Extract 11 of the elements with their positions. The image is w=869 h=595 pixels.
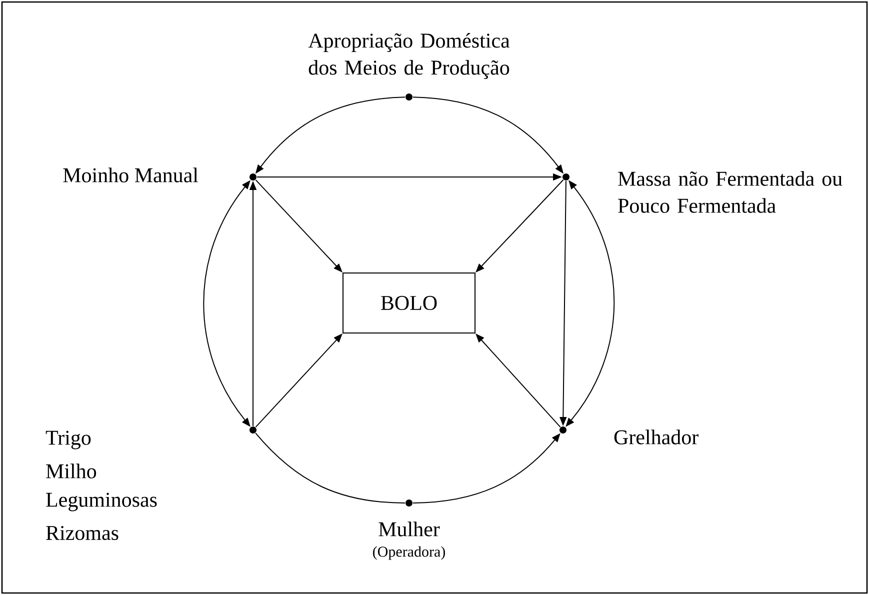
node-label: (Operadora) [373,546,445,560]
node-label: Mulher [378,522,440,536]
node-label: Rizomas [46,526,118,540]
node-label: Apropriação Doméstica dos Meios de Produção [308,32,510,80]
node-label: Leguminosas [46,492,157,512]
node-label: Milho [46,464,96,478]
node-label: Trigo [46,430,91,450]
node-label: Grelhador [614,430,698,444]
node-label: Massa não Fermentada ou Pouco Fermentada [618,171,842,213]
node-label: Moinho Manual [63,168,198,182]
process-box: BOLO [342,272,476,334]
